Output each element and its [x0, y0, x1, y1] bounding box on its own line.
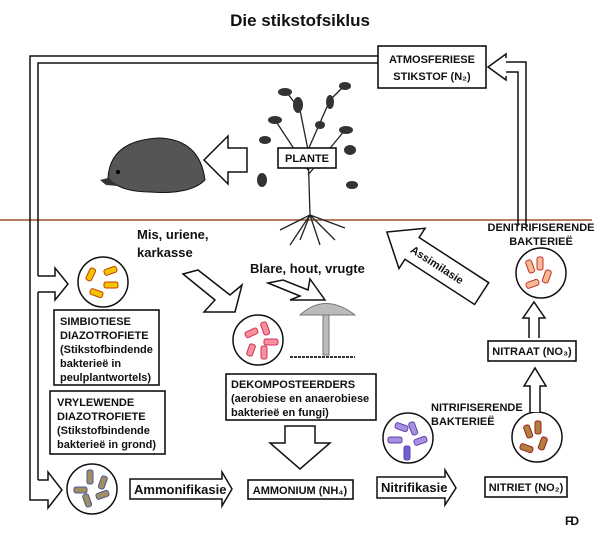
waste-to-decomposers-arrow — [181, 269, 244, 313]
waste-line2: karkasse — [137, 245, 193, 260]
decomposers-line1: DEKOMPOSTEERDERS — [231, 379, 355, 391]
nitrate-to-denitrifiers-arrow — [521, 300, 547, 338]
free-living-diazotrophs-box — [49, 390, 166, 455]
denitrifying-bacteria-circle — [515, 247, 567, 299]
symbiotic-line3: (Stikstofbindende — [60, 344, 153, 356]
nitrification-label: Nitrifikasie — [381, 480, 447, 495]
free-living-line2: DIAZOTROFIETE — [57, 411, 146, 423]
nitrite-bacteria-circle — [511, 411, 563, 463]
ammonification-label: Ammonifikasie — [134, 482, 226, 497]
assimilation-arrow: Assimilasie — [385, 227, 490, 306]
hedgehog-illustration — [100, 137, 206, 193]
atmospheric-nitrogen-box — [377, 45, 487, 89]
mushroom-illustration — [290, 303, 357, 358]
nitrifying-line2: BAKTERIEË — [431, 415, 495, 428]
plants-label: PLANTE — [285, 153, 329, 165]
soil-bacteria-circle — [66, 463, 118, 515]
diagram-title: Die stikstofsiklus — [230, 11, 370, 30]
nitrate-box — [487, 340, 577, 362]
decomposer-bacteria-circle — [232, 314, 284, 366]
symbiotic-line2: DIAZOTROFIETE — [60, 330, 149, 342]
nitrification-arrow — [376, 467, 457, 508]
decomposers-line2: (aerobiese en anaerobiese — [231, 393, 369, 405]
plants-box — [277, 147, 337, 169]
atmospheric-nitrogen-line2: STIKSTOF (N₂) — [393, 71, 471, 83]
symbiotic-diazotrophs-box — [53, 309, 160, 386]
nitrifying-line1: NITRIFISERENDE — [431, 402, 523, 414]
decomposers-line3: bakterieë en fungi) — [231, 407, 329, 419]
nitrifying-bacteria-circle — [382, 412, 434, 464]
symbiotic-line1: SIMBIOTIESE — [60, 316, 131, 328]
nitrate-label: NITRAAT (NO₃) — [492, 346, 572, 358]
consumption-arrow — [202, 134, 248, 186]
nitrite-box — [484, 476, 568, 498]
denitrifying-line1: DENITRIFISERENDE — [488, 222, 595, 234]
ammonium-box — [247, 479, 354, 500]
nitrite-to-nitrate-arrow — [522, 366, 548, 412]
litter-to-decomposers-arrow — [265, 277, 327, 301]
ammonium-label: AMMONIUM (NH₄) — [253, 485, 348, 497]
fixation-path-arrows — [29, 55, 378, 511]
nitrite-label: NITRIET (NO₂) — [489, 482, 564, 494]
author-signature: FD — [565, 514, 579, 528]
free-living-line1: VRYLEWENDE — [57, 397, 134, 409]
litter-label: Blare, hout, vrugte — [250, 261, 365, 276]
atmospheric-nitrogen-line1: ATMOSFERIESE — [389, 54, 475, 66]
symbiotic-line4: bakterieë in — [60, 358, 121, 370]
denitrifying-line2: BAKTERIEË — [509, 235, 573, 248]
decomposers-box — [225, 373, 377, 421]
symbiotic-line5: peulplantwortels) — [60, 372, 151, 384]
denitrification-path-arrow — [486, 52, 527, 226]
free-living-line3: (Stikstofbindende — [57, 425, 150, 437]
decomposition-arrow — [267, 425, 333, 470]
free-living-line4: bakterieë in grond) — [57, 439, 156, 451]
symbiotic-bacteria-circle — [77, 256, 129, 308]
ammonification-arrow — [129, 469, 233, 509]
waste-line1: Mis, uriene, — [137, 227, 209, 242]
